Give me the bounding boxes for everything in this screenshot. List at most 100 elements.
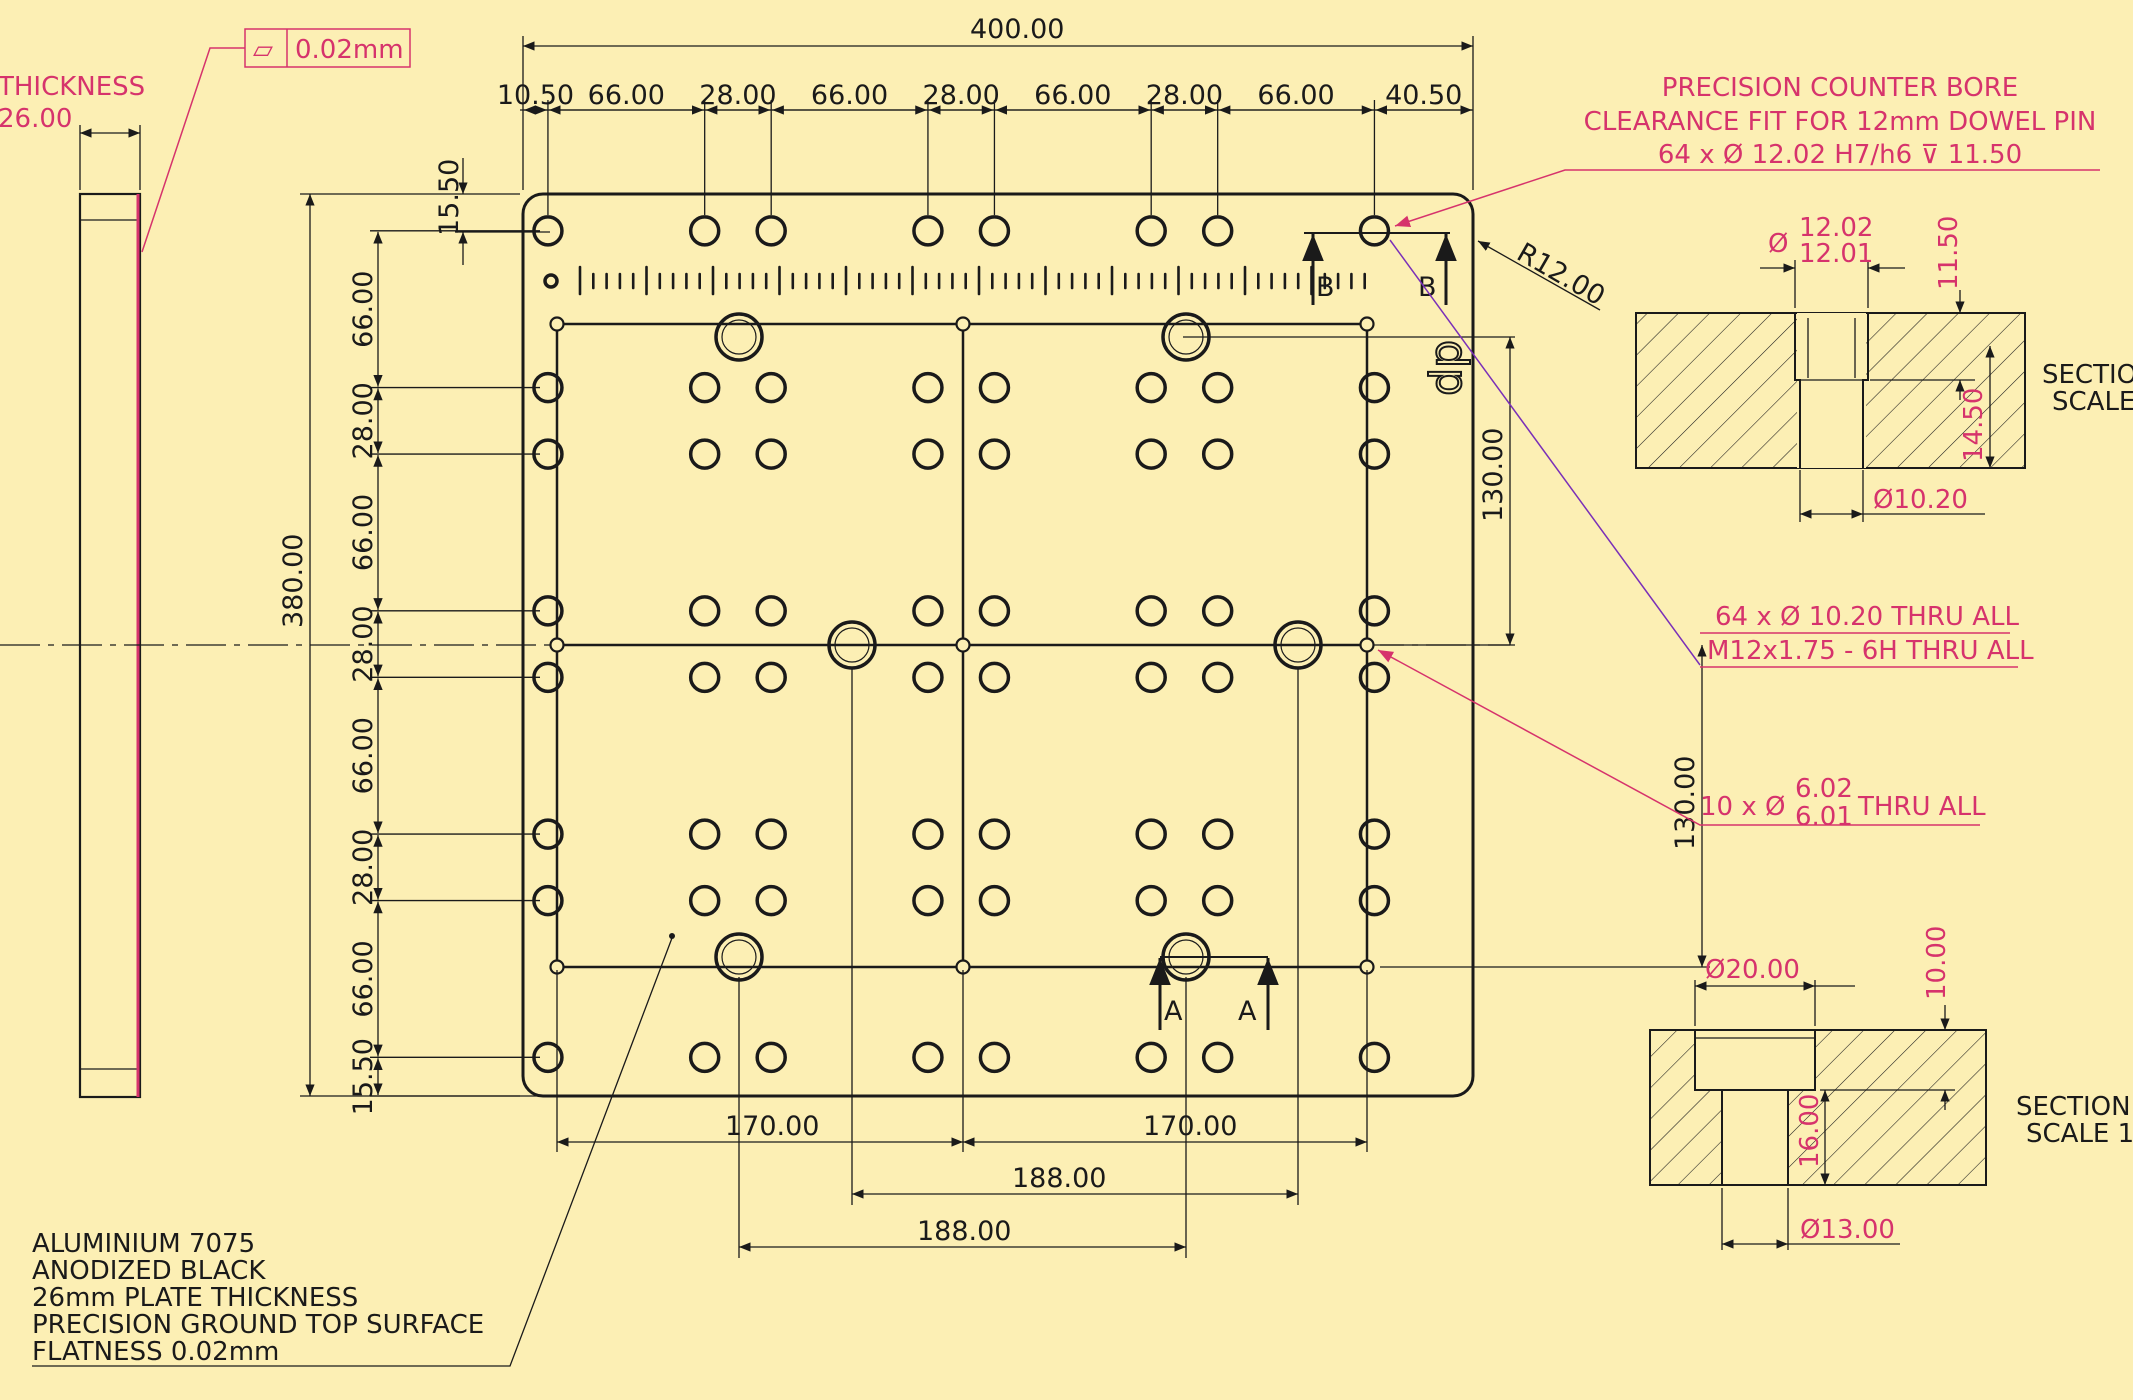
section-b-dia-upper: 12.02	[1799, 213, 1873, 243]
counterbore-hole	[714, 932, 764, 982]
overall-height-label: 380.00	[278, 534, 309, 628]
threaded-hole	[912, 818, 944, 850]
left-chain-label: 28.00	[348, 829, 379, 906]
left-dimensions: 380.00 66.0028.0066.0028.0066.0028.0066.…	[278, 158, 550, 1115]
threaded-hole	[978, 661, 1011, 694]
overall-width-label: 400.00	[970, 14, 1064, 45]
thru-leader	[1389, 239, 1701, 666]
thickness-value: 26.00	[0, 104, 72, 134]
threaded-hole	[978, 884, 1011, 917]
thru-hole-callout: 64 x Ø 10.20 THRU ALL M12x1.75 - 6H THRU…	[1389, 239, 2034, 668]
threaded-hole	[1201, 818, 1234, 850]
counterbore-line-3: 64 x Ø 12.02 H7/h6 ⊽ 11.50	[1658, 140, 2022, 170]
threaded-hole	[978, 818, 1011, 850]
counterbore-callout: PRECISION COUNTER BORE CLEARANCE FIT FOR…	[1394, 73, 2100, 228]
small-hole	[955, 316, 971, 332]
threaded-hole	[1201, 661, 1234, 694]
section-b-detail: Ø 12.02 12.01 11.50 14.50 Ø10.20 SECTIO …	[1635, 213, 2133, 522]
section-cut-a: A A	[1149, 956, 1279, 1030]
section-a-label-2: SCALE 1	[2026, 1119, 2133, 1149]
top-chain-label: 28.00	[923, 80, 1000, 111]
small-hole-leader	[1377, 649, 1980, 826]
threaded-hole	[1201, 438, 1234, 470]
top-chain-label: 40.50	[1385, 80, 1462, 111]
bolt-outer-label: 188.00	[917, 1216, 1011, 1247]
note-line-5: FLATNESS 0.02mm	[32, 1337, 279, 1367]
threaded-hole	[1358, 661, 1391, 694]
flatness-value: 0.02mm	[295, 35, 404, 65]
section-a-detail: Ø20.00 10.00 16.00 Ø13.00 SECTION SCALE …	[1649, 926, 2133, 1250]
bottom-dimensions: 170.00 170.00 188.00 188.00	[556, 668, 1368, 1258]
radius-label: R12.00	[1512, 237, 1611, 312]
threaded-hole	[912, 438, 944, 470]
threaded-hole	[1201, 1041, 1234, 1074]
threaded-hole	[688, 661, 721, 694]
threaded-hole	[688, 818, 721, 850]
note-line-1: ALUMINIUM 7075	[32, 1229, 255, 1259]
thru-line-2: M12x1.75 - 6H THRU ALL	[1707, 636, 2034, 666]
small-hole	[955, 637, 971, 653]
threaded-hole	[1135, 595, 1167, 627]
section-b-label-1: SECTIO	[2042, 360, 2133, 390]
small-hole	[1359, 637, 1375, 653]
small-hole	[549, 316, 565, 332]
bolt-inner-label: 188.00	[1012, 1163, 1106, 1194]
left-chain-label: 15.50	[348, 1038, 379, 1115]
threaded-hole	[978, 1041, 1011, 1074]
section-a-bore-depth: 10.00	[1922, 926, 1952, 1000]
upper-130-label: 130.00	[1478, 428, 1509, 522]
grid-a-label: 170.00	[725, 1111, 819, 1142]
threaded-hole	[912, 661, 944, 694]
plate-top-view: dp	[521, 192, 1478, 1098]
section-a-left-label: A	[1164, 996, 1183, 1027]
section-b-hole-dia: Ø10.20	[1873, 485, 1968, 515]
threaded-hole	[688, 371, 721, 404]
threaded-hole	[1358, 595, 1391, 627]
threaded-hole	[978, 595, 1011, 627]
section-a-bore-dia: Ø20.00	[1705, 955, 1800, 985]
section-a-hole-depth: 16.00	[1795, 1094, 1825, 1168]
threaded-hole	[688, 438, 721, 470]
threaded-hole	[1358, 438, 1391, 470]
left-chain-label: 66.00	[348, 494, 379, 571]
section-b-label-2: SCALE	[2052, 387, 2133, 417]
material-note: ALUMINIUM 7075 ANODIZED BLACK 26mm PLATE…	[32, 933, 675, 1367]
threaded-hole	[688, 884, 721, 917]
section-b-dia-lower: 12.01	[1799, 239, 1873, 269]
section-a-hole-dia: Ø13.00	[1800, 1215, 1895, 1245]
section-b-right-label: B	[1418, 272, 1437, 303]
threaded-hole	[688, 215, 721, 247]
grid-b-label: 170.00	[1143, 1111, 1237, 1142]
threaded-hole	[1135, 371, 1167, 404]
small-hole	[1359, 316, 1375, 332]
left-chain-label: 28.00	[348, 382, 379, 459]
threaded-hole	[978, 371, 1011, 404]
small-upper-tol: 6.02	[1795, 774, 1853, 804]
threaded-hole	[912, 371, 944, 404]
side-view: THICKNESS 26.00 ▱ 0.02mm	[0, 28, 411, 1099]
threaded-hole	[978, 438, 1011, 470]
small-hole	[549, 637, 565, 653]
thru-line-1: 64 x Ø 10.20 THRU ALL	[1715, 602, 2019, 632]
threaded-hole	[1135, 884, 1167, 917]
left-chain-label: 66.00	[348, 717, 379, 794]
section-a-right-label: A	[1238, 996, 1257, 1027]
lower-130-label: 130.00	[1670, 756, 1701, 850]
flatness-symbol: ▱	[253, 35, 273, 65]
threaded-hole	[1358, 1041, 1391, 1074]
top-chain-label: 66.00	[811, 80, 888, 111]
left-chain-label: 66.00	[348, 940, 379, 1017]
threaded-hole	[688, 1041, 721, 1074]
top-chain-label: 66.00	[1034, 80, 1111, 111]
small-suffix: THRU ALL	[1857, 792, 1986, 822]
small-dowel-holes	[549, 316, 1375, 975]
threaded-hole	[912, 1041, 944, 1074]
threaded-hole	[755, 818, 787, 850]
small-prefix: 10 x Ø	[1700, 792, 1785, 822]
threaded-hole	[912, 215, 944, 247]
note-leader	[32, 937, 673, 1367]
threaded-hole	[1358, 371, 1391, 404]
